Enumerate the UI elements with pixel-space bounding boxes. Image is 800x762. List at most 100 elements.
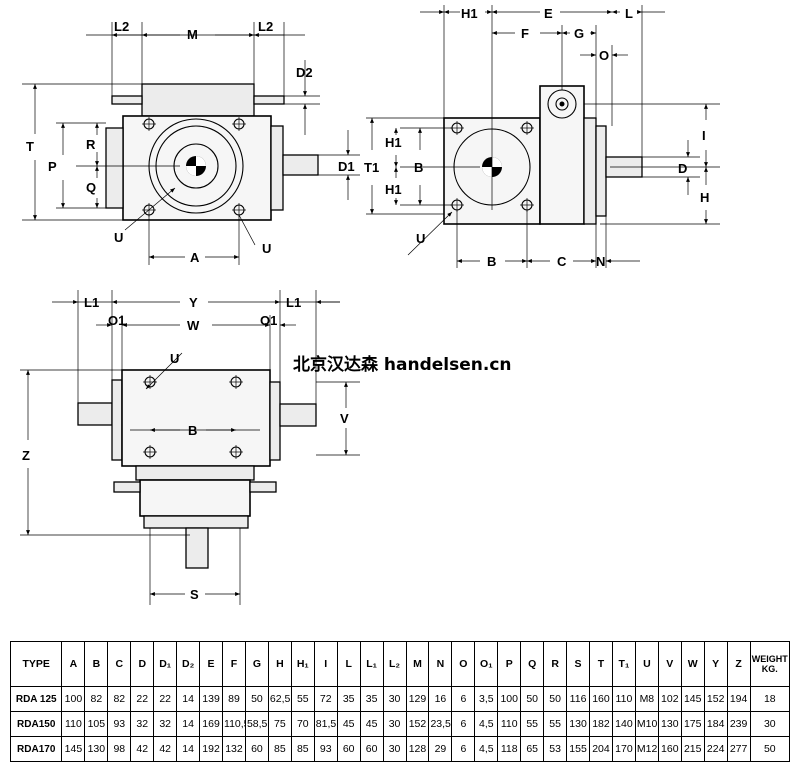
table-cell: 239 [726,711,751,737]
table-cell: 60 [244,736,269,762]
top-l1-right-label: L1 [286,295,301,310]
table-cell: 155 [566,736,591,762]
table-cell: 45 [359,711,384,737]
table-cell: 4,5 [474,736,499,762]
table-cell: 105 [84,711,109,737]
column-header: L₁ [359,641,384,687]
table-cell: 55 [543,711,568,737]
table-cell: 60 [336,736,361,762]
front-l2-left-label: L2 [114,19,129,34]
table-cell: 6 [451,711,476,737]
table-cell: 23,5 [428,711,453,737]
table-cell: 130 [84,736,109,762]
table-cell: 82 [84,686,109,712]
column-header: Z [726,641,751,687]
table-row: RDA15011010593323214169110,558,5757081,5… [10,711,790,737]
side-i-label: I [702,128,706,143]
table-cell: 35 [336,686,361,712]
column-header: M [405,641,430,687]
column-header: Q [520,641,545,687]
table-cell: 140 [611,711,636,737]
front-t-label: T [26,139,34,154]
column-header: C [107,641,132,687]
table-cell: 6 [451,736,476,762]
side-d-label: D [678,161,687,176]
top-b-label: B [188,423,197,438]
table-cell: 169 [199,711,224,737]
watermark: 北京汉达森 handelsen.cn [293,355,512,375]
table-cell: 4,5 [474,711,499,737]
side-l-label: L [625,6,633,21]
table-cell: 53 [543,736,568,762]
column-header: L₂ [382,641,407,687]
table-cell: 50 [520,686,545,712]
column-header: W [680,641,705,687]
side-b-bottom-label: B [487,254,496,269]
table-cell: 50 [543,686,568,712]
column-header: E [199,641,224,687]
column-header: L [336,641,361,687]
column-header: Y [703,641,728,687]
side-f-label: F [521,26,529,41]
table-cell: 42 [130,736,155,762]
top-z-label: Z [22,448,30,463]
table-cell: 29 [428,736,453,762]
front-view: L2 M L2 D2 T P R Q [22,19,360,265]
front-u-left-label: U [114,230,123,245]
table-cell: 55 [520,711,545,737]
table-cell: 160 [589,686,613,712]
front-d1-label: D1 [338,159,355,174]
column-header: A [61,641,86,687]
table-cell: 170 [611,736,636,762]
table-cell: 194 [726,686,751,712]
table-cell: 30 [382,736,407,762]
column-header: S [566,641,591,687]
side-h1-a-label: H1 [385,135,402,150]
table-cell: 32 [130,711,155,737]
column-header: I [313,641,338,687]
column-header: N [428,641,453,687]
table-cell: 175 [680,711,705,737]
side-g-label: G [574,26,584,41]
table-cell: 30 [382,686,407,712]
table-cell: 30 [749,711,790,737]
table-cell: 6 [451,686,476,712]
table-cell: 110 [497,711,522,737]
table-cell: 3,5 [474,686,499,712]
table-cell: 89 [222,686,246,712]
column-header: F [222,641,246,687]
side-h1-top-label: H1 [461,6,478,21]
table-cell: 62,5 [267,686,292,712]
table-cell: 192 [199,736,224,762]
front-r-label: R [86,137,96,152]
column-header: R [543,641,568,687]
top-y-label: Y [189,295,198,310]
table-cell: 75 [267,711,292,737]
table-cell: 110 [61,711,86,737]
column-header: H₁ [290,641,315,687]
table-cell: 139 [199,686,224,712]
table-cell: 50 [244,686,269,712]
table-cell: 204 [589,736,613,762]
column-header: H [267,641,292,687]
side-b-label: B [414,160,423,175]
table-cell: 152 [703,686,728,712]
technical-drawing: L2 M L2 D2 T P R Q [20,5,720,605]
side-h-label: H [700,190,709,205]
table-cell: 129 [405,686,430,712]
column-header: O₁ [474,641,499,687]
front-l2-right-label: L2 [258,19,273,34]
table-cell: 70 [290,711,315,737]
side-o-label: O [599,48,609,63]
table-cell: 215 [680,736,705,762]
table-cell: 93 [313,736,338,762]
table-cell: 30 [382,711,407,737]
table-cell: 14 [176,736,201,762]
front-m-label: M [187,27,198,42]
column-header: D [130,641,155,687]
table-cell: 35 [359,686,384,712]
table-cell: 182 [589,711,613,737]
